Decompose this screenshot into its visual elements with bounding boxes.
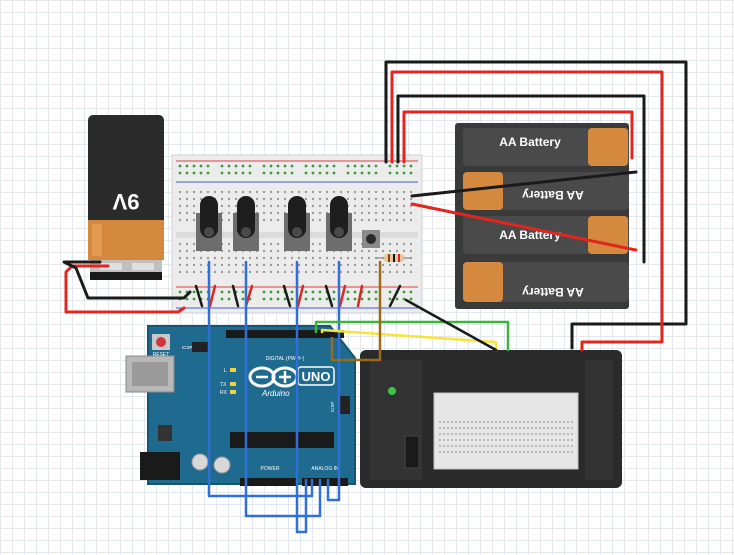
aa-cell-1-label: AA Battery — [499, 135, 561, 149]
aa-battery-pack: AA Battery AA Battery AA Battery AA Batt… — [455, 123, 629, 309]
wire-blue-3 — [295, 260, 308, 534]
brand-label: Arduino — [261, 389, 290, 398]
wires — [62, 60, 688, 534]
analog-label: ANALOG IN — [311, 466, 339, 472]
wire-aa-black-1 — [396, 94, 646, 264]
printer-grille — [439, 421, 573, 453]
battery-9v: 9V — [88, 115, 164, 280]
potentiometer-2 — [233, 196, 259, 251]
wire-yellow — [320, 328, 498, 352]
wire-aa-red-outer — [390, 70, 664, 352]
aa-cell-3-label: AA Battery — [499, 228, 561, 242]
led-label-rx: RX — [220, 390, 228, 396]
potentiometer-1 — [196, 196, 222, 251]
icsp-header — [340, 396, 350, 414]
wire-aa-black-outer — [384, 60, 688, 350]
icsp2-header — [192, 342, 208, 352]
wire-9v-black — [62, 260, 192, 300]
wire-9v-red — [64, 264, 186, 314]
resistor — [376, 254, 412, 262]
power-label: POWER — [261, 466, 280, 472]
digital-header — [226, 330, 344, 338]
wire-brown — [330, 260, 382, 362]
wire-green — [314, 320, 510, 352]
wire-aa-black-2 — [410, 170, 638, 198]
led-label-tx: TX — [220, 382, 227, 388]
wire-aa-red-2 — [410, 202, 638, 252]
reset-label: RESET — [153, 352, 170, 358]
power-header — [240, 478, 296, 486]
aa-cell-1 — [463, 128, 629, 166]
capacitor-1 — [191, 453, 209, 471]
aa-cell-4-label: AA Battery — [522, 285, 584, 299]
thermal-printer — [360, 350, 622, 488]
potentiometer-4 — [326, 196, 352, 251]
wire-blue-1 — [207, 260, 314, 498]
analog-header — [302, 478, 348, 486]
aa-cell-2-label: AA Battery — [522, 188, 584, 202]
wire-blue-2 — [244, 260, 322, 518]
wire-black-printer — [404, 298, 498, 352]
printer-status-led — [388, 387, 396, 395]
printer-paper-panel — [433, 392, 579, 470]
microcontroller-chip — [230, 432, 334, 448]
icsp-label: ICSP — [330, 401, 335, 412]
arduino-uno-board: RESET ICSP2 DIGITAL (PWM~) L TX RX UNO A… — [125, 325, 356, 486]
wire-aa-red-1 — [402, 110, 634, 164]
led-label-l: L — [224, 368, 227, 374]
potentiometer-3 — [284, 196, 310, 251]
wire-blue-4 — [326, 260, 341, 502]
aa-cell-4 — [463, 262, 629, 302]
pushbutton — [362, 230, 380, 248]
icsp2-label: ICSP2 — [182, 345, 196, 350]
board-model-label: UNO — [302, 369, 331, 384]
power-jack — [140, 452, 180, 480]
capacitor-2 — [213, 456, 231, 474]
printer-feed-button — [404, 435, 420, 469]
aa-cell-3 — [463, 216, 629, 254]
digital-label: DIGITAL (PWM~) — [266, 356, 305, 362]
battery-9v-label: 9V — [112, 189, 139, 214]
aa-cell-2 — [463, 172, 629, 210]
